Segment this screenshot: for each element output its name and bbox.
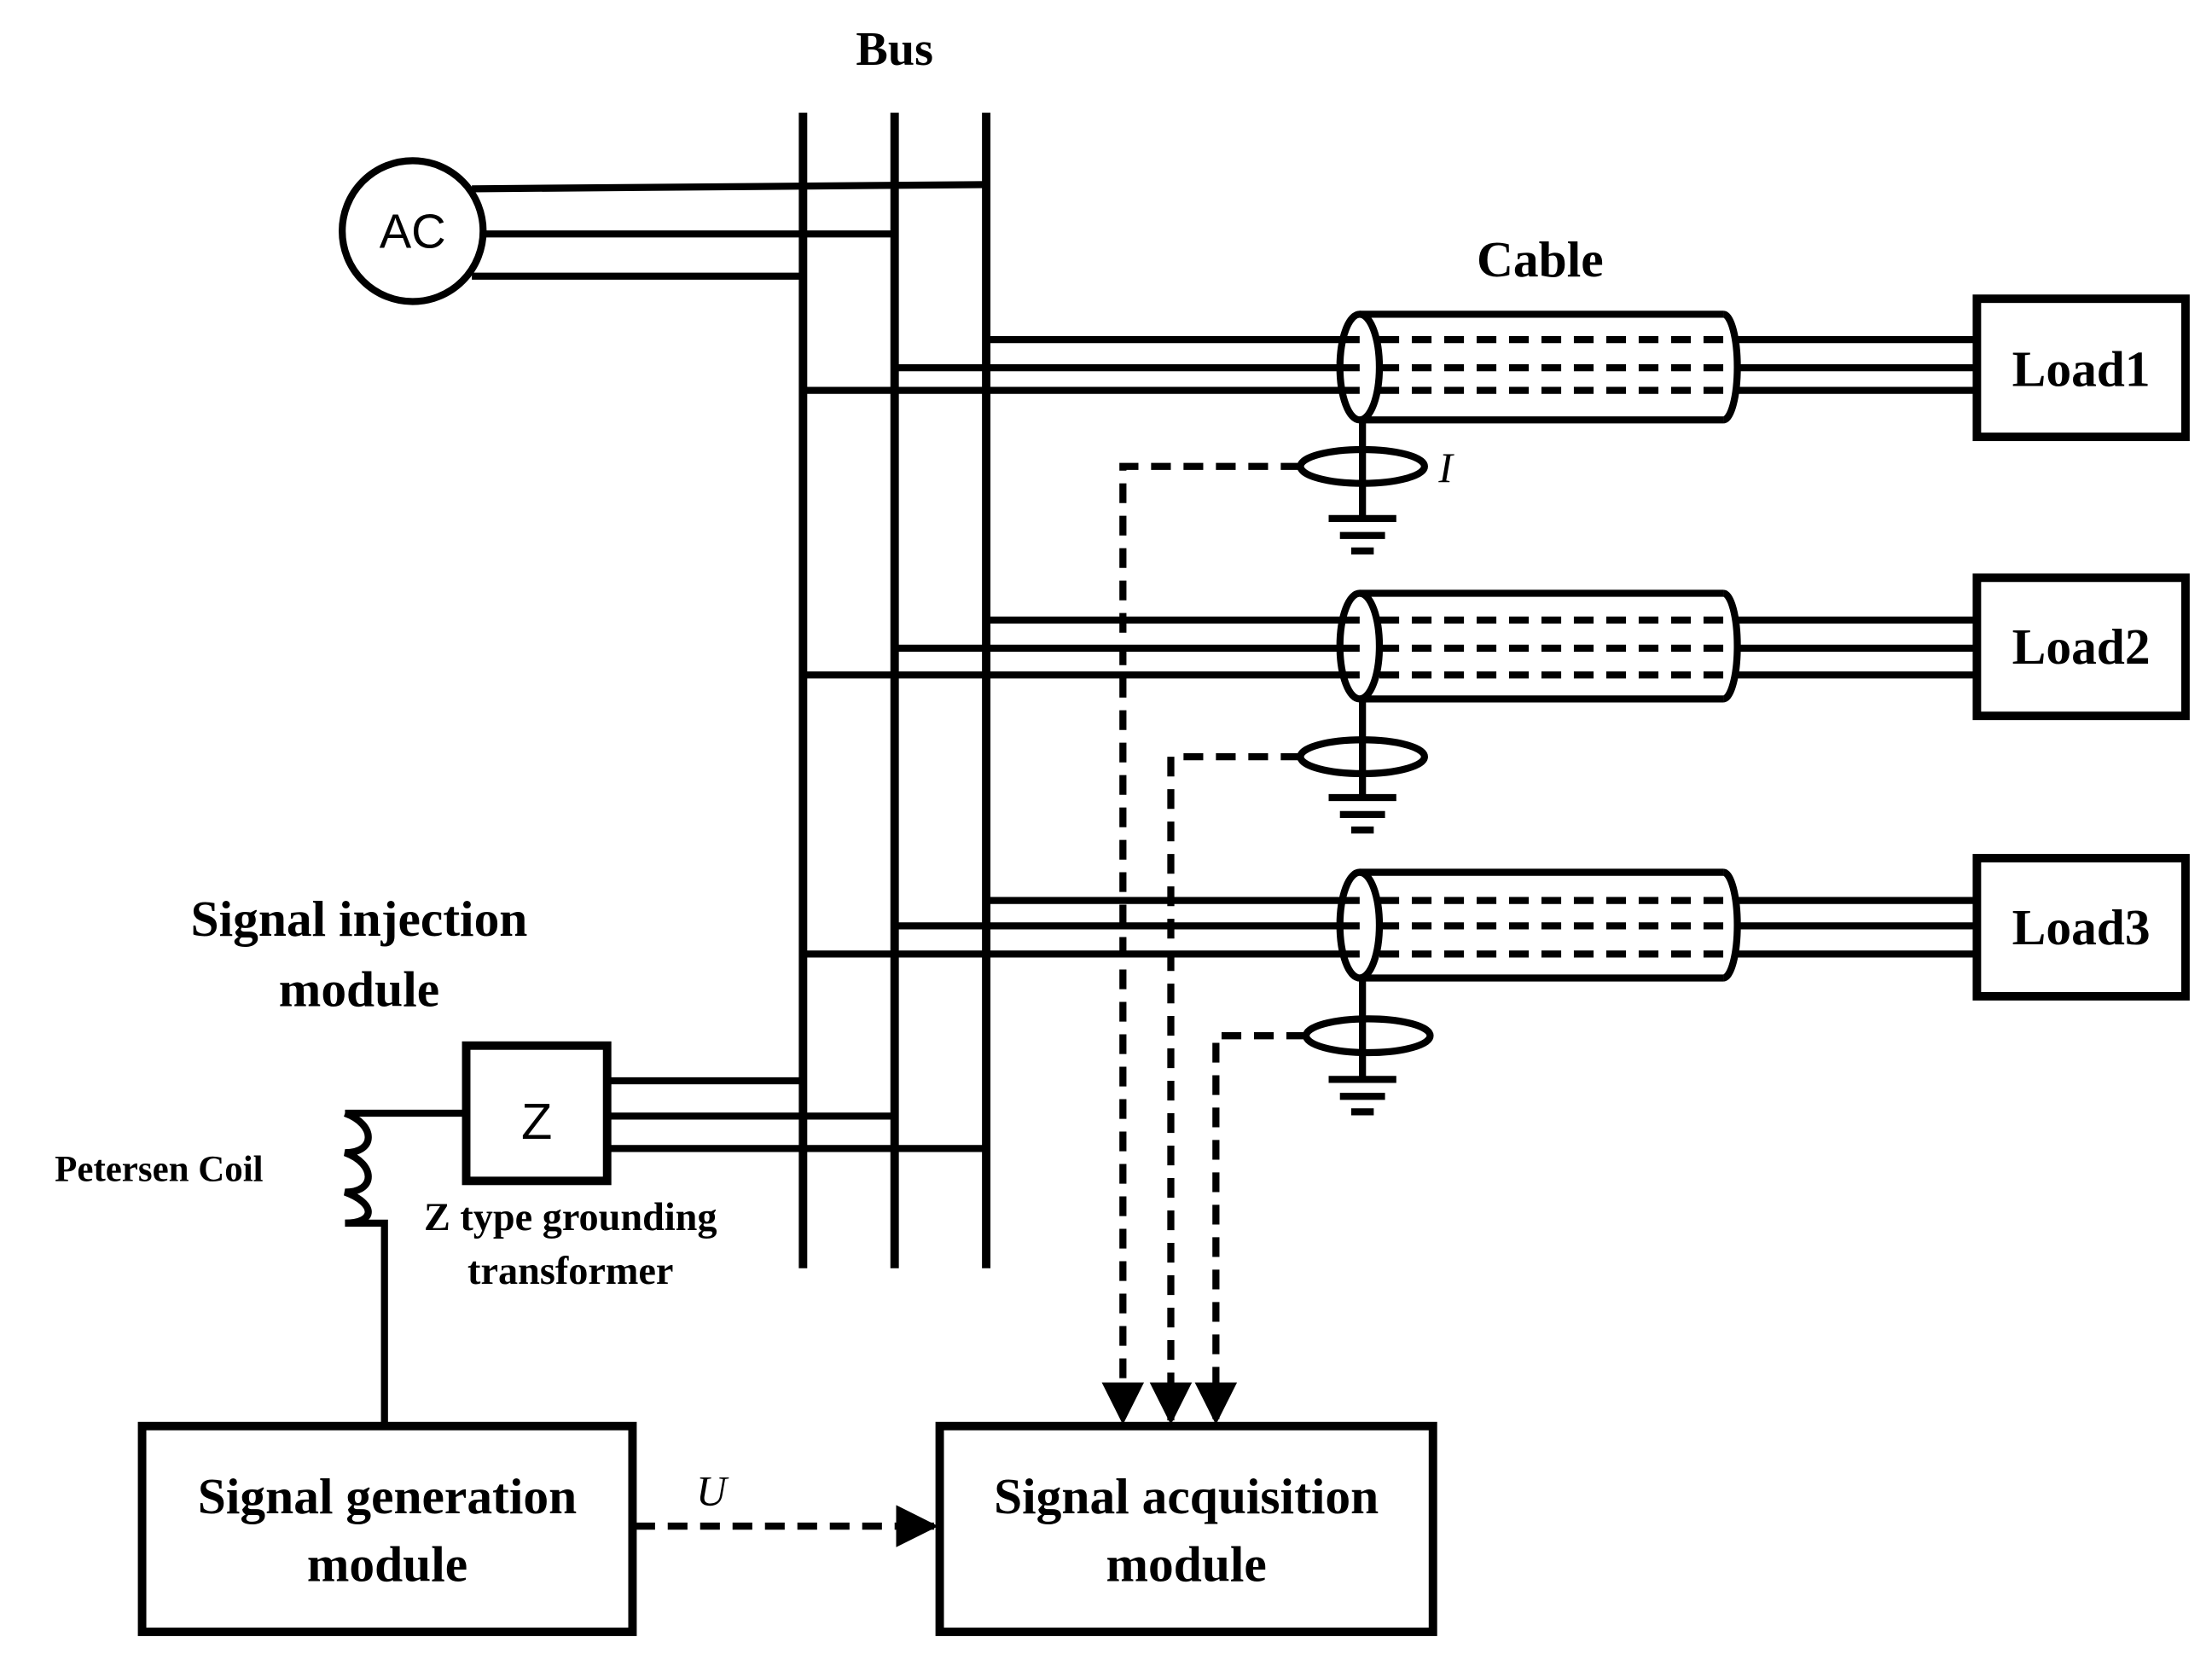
cable-label: Cable [1477, 231, 1604, 287]
ground-icon [1328, 793, 1396, 834]
petersen-coil [343, 1109, 467, 1426]
feeder-2 [803, 589, 1977, 1425]
cable-3 [1336, 868, 1741, 982]
current-label: I [1437, 444, 1454, 491]
cable-2 [1336, 589, 1741, 703]
cable-1 [1336, 311, 1741, 424]
petersen-coil-label: Petersen Coil [55, 1149, 263, 1189]
bus-label: Bus [856, 23, 933, 76]
load-2-label: Load2 [2012, 618, 2151, 675]
z-transformer-label-line2: transformer [467, 1250, 673, 1293]
load-3-label: Load3 [2012, 899, 2151, 955]
voltage-label: U [696, 1467, 729, 1514]
signal-acquisition-label-line1: Signal acquisition [994, 1468, 1379, 1524]
feeder-1 [803, 311, 1977, 1425]
load-3: Load3 [1972, 854, 2190, 1001]
signal-generation-label-line2: module [307, 1535, 467, 1592]
ac-source-label: AC [380, 205, 446, 258]
signal-injection-label-line2: module [279, 961, 439, 1017]
ground-icon [1328, 514, 1396, 555]
z-transformer-label-line1: Z type grounding [424, 1196, 717, 1239]
signal-generation-module: Signal generation module [137, 1421, 637, 1636]
ground-icon [1328, 1076, 1396, 1116]
signal-acquisition-label-line2: module [1106, 1535, 1266, 1592]
z-grounding-transformer [462, 1041, 987, 1186]
signal-acquisition-module: Signal acquisition module [935, 1421, 1437, 1636]
load-2: Load2 [1972, 573, 2190, 721]
signal-injection-label-line1: Signal injection [191, 891, 528, 947]
signal-generation-label-line1: Signal generation [198, 1468, 577, 1524]
feeder-3 [803, 868, 1977, 1425]
current-transformer-3 [1302, 1015, 1434, 1057]
bus [798, 113, 991, 1268]
impedance-label: Z [521, 1093, 552, 1150]
load-1: Load1 [1972, 294, 2190, 442]
load-1-label: Load1 [2012, 341, 2151, 398]
ac-source [339, 157, 987, 305]
